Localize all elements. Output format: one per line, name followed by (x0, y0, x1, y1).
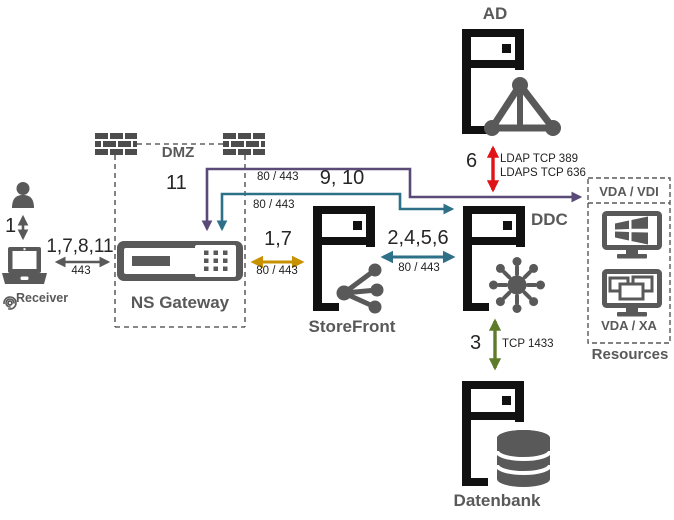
steps-ad-ddc: 6 (466, 150, 478, 172)
firewall-icon-right (223, 133, 265, 155)
monitor-xa-icon (602, 269, 662, 317)
port-gateway-resources: 80 / 443 (257, 171, 299, 183)
ddc-hub-icon (489, 257, 545, 313)
vda-vdi-label: VDA / VDI (599, 184, 659, 199)
steps-ddc-database: 3 (470, 332, 482, 354)
steps-gateway-storefront: 1,7 (264, 228, 292, 250)
gateway-appliance-icon (117, 241, 243, 281)
port-ad-ddc-ldap: LDAP TCP 389 (500, 153, 578, 165)
firewall-icon-left (95, 133, 137, 155)
steps-storefront-ddc: 2,4,5,6 (387, 227, 449, 249)
port-receiver-gateway: 443 (71, 265, 91, 277)
dmz-boundary (114, 143, 246, 328)
user-icon (12, 182, 34, 208)
vda-xa-label: VDA / XA (601, 318, 657, 333)
steps-user-receiver: 1 (5, 215, 17, 237)
receiver-spiral-icon (3, 296, 17, 310)
ddc-label: DDC (531, 210, 568, 229)
laptop-icon (2, 247, 47, 284)
datenbank-label: Datenbank (453, 491, 541, 510)
port-storefront-ddc: 80 / 443 (398, 262, 440, 274)
gateway-label: NS Gateway (130, 293, 230, 312)
monitor-vdi-icon (602, 211, 662, 259)
steps-gateway-ddc: 9, 10 (319, 167, 365, 189)
port-gateway-ddc: 80 / 443 (253, 199, 295, 211)
ad-sites-icon (484, 77, 561, 136)
steps-receiver-gateway: 1,7,8,11 (46, 236, 114, 257)
steps-gateway-resources: 11 (166, 172, 187, 194)
storefront-share-icon (336, 263, 384, 314)
storefront-label: StoreFront (308, 317, 396, 336)
database-cylinder-icon (495, 430, 552, 487)
ad-label: AD (482, 4, 508, 23)
port-ddc-database: TCP 1433 (502, 338, 554, 350)
port-gateway-storefront: 80 / 443 (256, 265, 298, 277)
dmz-label: DMZ (161, 144, 195, 161)
resources-box (587, 177, 671, 344)
receiver-label: Receiver (16, 291, 69, 305)
arrow-gateway-resources (201, 167, 583, 232)
arrow-gateway-ddc (216, 192, 455, 232)
port-ad-ddc-ldaps: LDAPS TCP 636 (500, 167, 586, 179)
resources-label: Resources (591, 346, 669, 363)
